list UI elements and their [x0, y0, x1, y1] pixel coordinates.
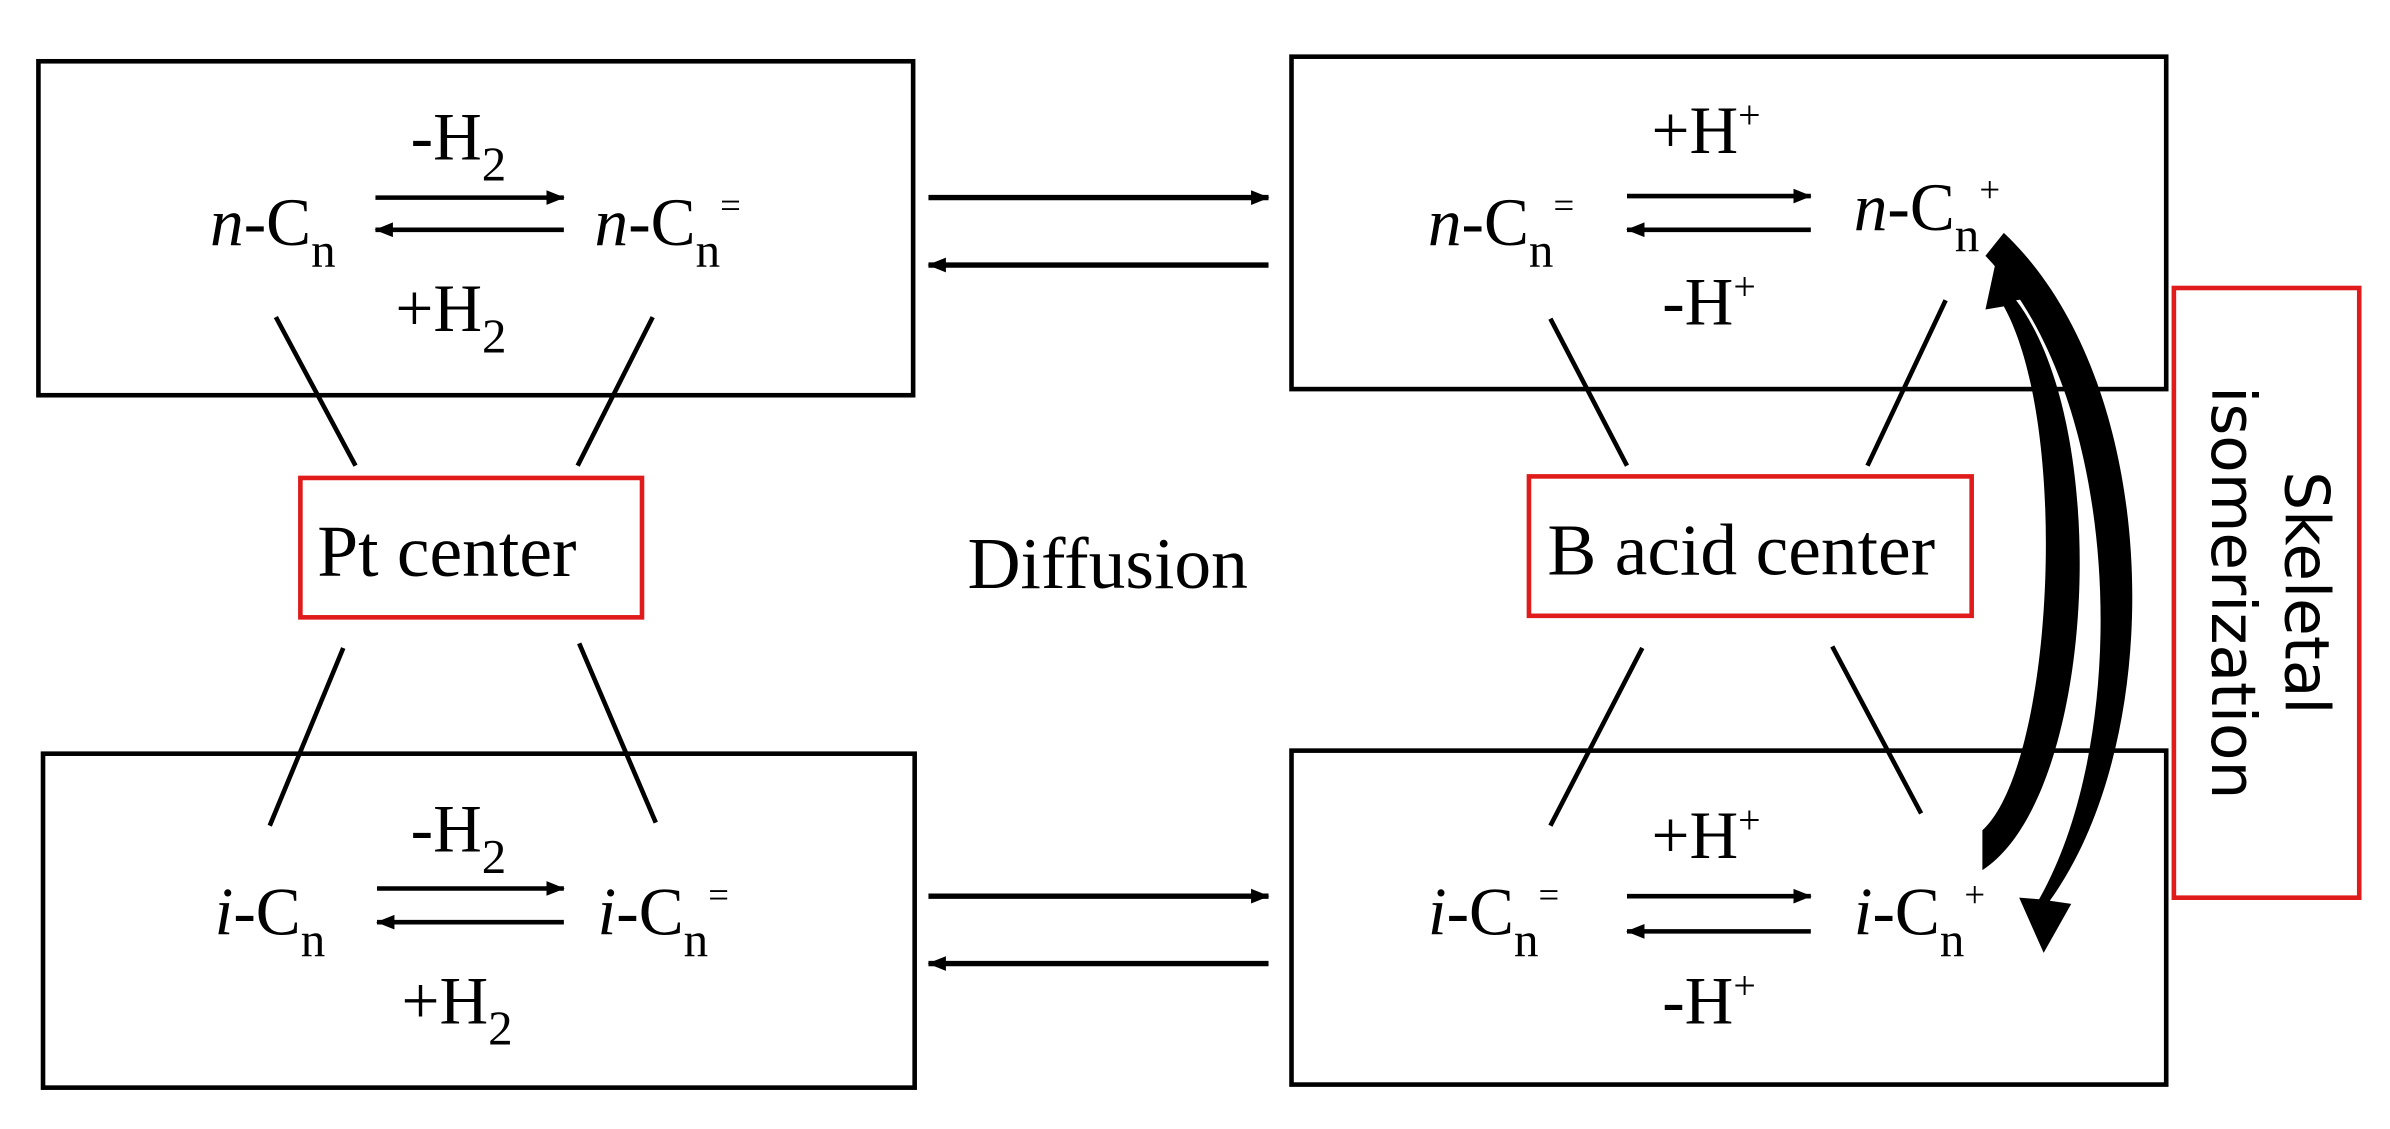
acid-center-box: [1526, 474, 1974, 619]
acid-i-box: [1289, 748, 2169, 1087]
n-alkane-label: n-Cn: [210, 185, 336, 277]
isomerization-box: [2171, 285, 2362, 900]
pt-connector-lines: [267, 316, 658, 827]
n-alkene-label-acid: n-Cn=: [1428, 185, 1574, 278]
i-carbocation-label: i-Cn+: [1854, 874, 1985, 967]
deprotonation-label-i: -H+: [1662, 963, 1756, 1038]
protonation-label-n: +H+: [1652, 93, 1761, 168]
pt-center-box: [298, 475, 645, 620]
dehydrogenation-label-n: -H2: [411, 99, 507, 191]
pt-center-label: Pt center: [317, 510, 576, 592]
pt-i-box: [40, 751, 917, 1090]
n-alkene-label-pt: n-Cn=: [595, 185, 741, 278]
pt-n-box: [36, 58, 916, 398]
isomerization-arrows: [1982, 232, 2133, 953]
deprotonation-label-n: -H+: [1662, 265, 1756, 340]
isomerization-forward-arrow: [1985, 232, 2133, 953]
svg-text:isomerization: isomerization: [2197, 386, 2268, 799]
i-alkene-label-pt: i-Cn=: [598, 874, 729, 967]
n-carbocation-label: n-Cn+: [1854, 169, 2000, 262]
acid-n-box: [1289, 54, 2169, 392]
svg-text:Skeletal: Skeletal: [2271, 471, 2342, 714]
protonation-label-i: +H+: [1652, 798, 1761, 873]
dehydrogenation-label-i: -H2: [411, 792, 507, 884]
diffusion-label: Diffusion: [967, 522, 1247, 604]
acid-center-label: B acid center: [1547, 508, 1935, 590]
hydrogenation-label-n: +H2: [395, 271, 506, 363]
isomerization-label: Skeletal isomerization: [2197, 386, 2342, 799]
acid-connector-lines: [1548, 299, 1948, 827]
isomerization-reverse-arrow: [1982, 252, 2080, 871]
hydrogenation-label-i: +H2: [401, 963, 512, 1055]
i-alkane-label: i-Cn: [215, 874, 326, 966]
i-alkene-label-acid: i-Cn=: [1428, 874, 1559, 967]
